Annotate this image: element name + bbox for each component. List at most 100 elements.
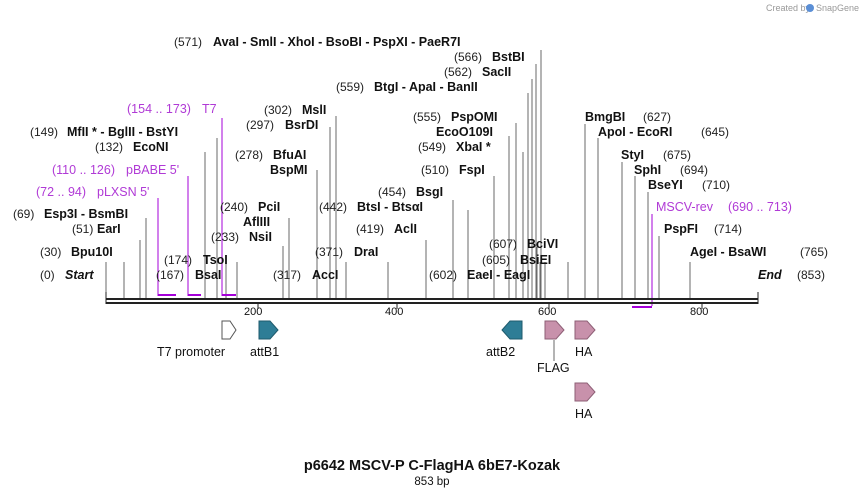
enzyme-label[interactable]: BsrDI (285, 118, 318, 132)
enzyme-pos: (419) (356, 222, 384, 236)
enzyme-label[interactable]: PspOMI (451, 110, 498, 124)
enzyme-label[interactable]: DraI (354, 245, 378, 259)
enzyme-label[interactable]: Bpu10I (71, 245, 113, 259)
enzyme-label[interactable]: StyI (621, 148, 644, 162)
primer-range: (154 .. 173) (127, 102, 191, 116)
enzyme-label[interactable]: AccI (312, 268, 338, 282)
enzyme-label[interactable]: XbaI * (456, 140, 491, 154)
primer-labels: (154 .. 173) T7 (110 .. 126) pBABE 5' (7… (36, 102, 792, 214)
enzyme-pos: (278) (235, 148, 263, 162)
feature-attb2[interactable]: attB2 (486, 320, 523, 359)
feature-track: T7 promoter attB1 attB2 FLAG HA HA (157, 320, 596, 421)
enzyme-label[interactable]: EcoO109I (436, 125, 493, 139)
enzyme-label[interactable]: BtgI - ApaI - BanII (374, 80, 478, 94)
enzyme-label[interactable]: EarI (97, 222, 121, 236)
enzyme-pos: (317) (273, 268, 301, 282)
enzyme-label[interactable]: EaeI - EagI (467, 268, 530, 282)
enzyme-pos: (297) (246, 118, 274, 132)
feature-label: attB2 (486, 345, 515, 359)
enzyme-label[interactable]: PspFI (664, 222, 698, 236)
primer-name[interactable]: pBABE 5' (126, 163, 179, 177)
enzyme-label[interactable]: FspI (459, 163, 485, 177)
enzyme-label[interactable]: SacII (482, 65, 511, 79)
enzyme-label[interactable]: AgeI - BsaWI (690, 245, 766, 259)
feature-label: T7 promoter (157, 345, 225, 359)
primer-range: (72 .. 94) (36, 185, 86, 199)
enzyme-pos: (559) (336, 80, 364, 94)
feature-flag[interactable]: FLAG (537, 320, 570, 375)
enzyme-label[interactable]: AflIII (243, 215, 270, 229)
enzyme-label[interactable]: MslI (302, 103, 326, 117)
enzyme-label[interactable]: BsiEI (520, 253, 551, 267)
snapgene-logo-icon (806, 4, 814, 12)
enzyme-label[interactable]: BseYI (648, 178, 683, 192)
enzyme-pos: (645) (701, 125, 729, 139)
enzyme-label[interactable]: BstBI (492, 50, 525, 64)
ruler-tick: 800 (690, 306, 708, 318)
enzyme-pos: (710) (702, 178, 730, 192)
enzyme-pos: (30) (40, 245, 61, 259)
enzyme-pos: (69) (13, 207, 34, 221)
primer-name[interactable]: pLXSN 5' (97, 185, 149, 199)
enzyme-pos: (233) (211, 230, 239, 244)
primer-name[interactable]: MSCV-rev (656, 200, 714, 214)
primer-range: (110 .. 126) (52, 163, 115, 177)
enzyme-label[interactable]: AvaI - SmlI - XhoI - BsoBI - PspXI - Pae… (213, 35, 461, 49)
enzyme-pos: (132) (95, 140, 123, 154)
enzyme-label[interactable]: EcoNI (133, 140, 168, 154)
enzyme-label[interactable]: BsgI (416, 185, 443, 199)
enzyme-label[interactable]: BciVI (527, 237, 558, 251)
map-shape (106, 302, 758, 304)
arrow-left-icon (501, 320, 523, 340)
ruler-tick: 400 (385, 306, 403, 318)
enzyme-label[interactable]: AclI (394, 222, 417, 236)
enzyme-label[interactable]: BsaI (195, 268, 221, 282)
enzyme-label[interactable]: BfuAI (273, 148, 306, 162)
enzyme-pos: (675) (663, 148, 691, 162)
enzyme-label[interactable]: BmgBI (585, 110, 625, 124)
arrow-right-icon (574, 382, 596, 402)
sequence-ends: (0) Start End (853) (40, 268, 825, 282)
primer-name[interactable]: T7 (202, 102, 217, 116)
enzyme-pos: (302) (264, 103, 292, 117)
enzyme-pos: (454) (378, 185, 406, 199)
ruler-tick: 200 (244, 306, 262, 318)
enzyme-label[interactable]: MfII * - BglII - BstYI (67, 125, 178, 139)
enzyme-label[interactable]: ApoI - EcoRI (598, 125, 672, 139)
map-length: 853 bp (414, 476, 449, 488)
enzyme-pos: (607) (489, 237, 517, 251)
enzyme-pos: (51) (72, 222, 93, 236)
enzyme-pos: (510) (421, 163, 449, 177)
enzyme-pos: (566) (454, 50, 482, 64)
map-title: p6642 MSCV-P C-FlagHA 6bE7-Kozak (304, 458, 561, 474)
arrow-right-icon (544, 320, 565, 340)
feature-ha[interactable]: HA (574, 382, 596, 421)
feature-t7-promoter[interactable]: T7 promoter (157, 320, 237, 359)
enzyme-labels: (571) AvaI - SmlI - XhoI - BsoBI - PspXI… (13, 35, 828, 282)
enzyme-label[interactable]: SphI (634, 163, 661, 177)
enzyme-label[interactable]: NsiI (249, 230, 272, 244)
map-title-block: p6642 MSCV-P C-FlagHA 6bE7-Kozak 853 bp (304, 458, 561, 488)
enzyme-label[interactable]: PciI (258, 200, 280, 214)
watermark-brand: SnapGene (816, 3, 859, 13)
watermark: Created by SnapGene (766, 3, 859, 13)
ruler-tick: 600 (538, 306, 556, 318)
enzyme-label[interactable]: BspMI (270, 163, 308, 177)
feature-attb1[interactable]: attB1 (250, 320, 279, 359)
start-label: Start (65, 268, 94, 282)
arrow-right-icon (258, 320, 279, 340)
enzyme-label[interactable]: TsoI (203, 253, 228, 267)
enzyme-pos: (714) (714, 222, 742, 236)
arrow-right-icon (574, 320, 596, 340)
enzyme-pos: (549) (418, 140, 446, 154)
primer-site-lines (157, 118, 653, 308)
enzyme-site-lines (105, 50, 691, 298)
watermark-prefix: Created by (766, 3, 811, 13)
feature-label: HA (575, 407, 593, 421)
enzyme-label[interactable]: Esp3I - BsmBI (44, 207, 128, 221)
sequence-backbone: 200 400 600 800 (105, 292, 759, 318)
enzyme-label[interactable]: BtsI - BtsαI (357, 200, 423, 214)
feature-ha[interactable]: HA (574, 320, 596, 359)
